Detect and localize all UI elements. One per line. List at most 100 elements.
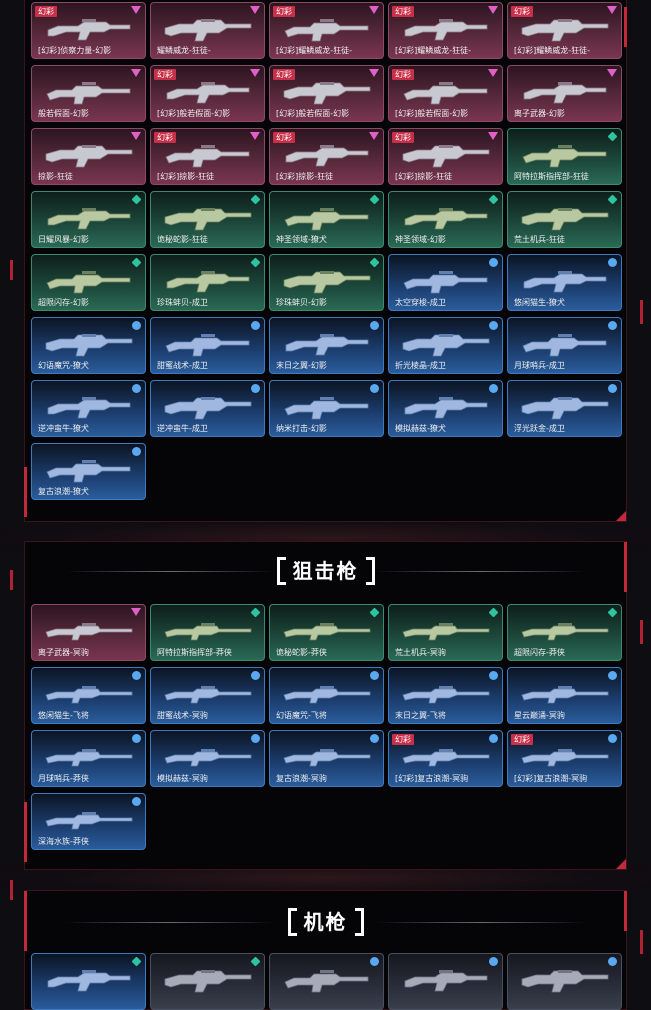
tier-diamond-icon: [250, 194, 261, 205]
rifle-skin-card[interactable]: 幻彩[幻彩]侦察力量-幻影: [31, 2, 146, 59]
rifle-skin-card[interactable]: 纳米打击-幻影: [269, 380, 384, 437]
rifle-skin-card[interactable]: 幻彩[幻彩]般若假面-幻影: [388, 65, 503, 122]
weapon-image: [284, 208, 369, 231]
side-accent-left: [10, 260, 13, 280]
rainbow-badge: 幻彩: [273, 69, 295, 80]
weapon-image: [285, 145, 369, 167]
skin-name-label: 日耀风暴-幻影: [38, 235, 89, 244]
weapon-image: [166, 82, 250, 104]
weapon-image: [402, 145, 490, 168]
rifle-skin-card[interactable]: 神圣领域-獠犬: [269, 191, 384, 248]
sniper-skin-card[interactable]: 幻彩[幻彩]复古浪潮-冥驹: [388, 730, 503, 787]
machinegun-skin-card[interactable]: [31, 953, 146, 1010]
weapon-image: [283, 749, 371, 767]
skin-name-label: 阿特拉斯指挥部-莽侠: [157, 648, 232, 657]
rifle-skin-card[interactable]: 逆冲蛮牛-成卫: [150, 380, 265, 437]
machinegun-skin-card[interactable]: [269, 953, 384, 1010]
skin-name-label: 幻语魔咒-獠犬: [38, 361, 89, 370]
rifle-skin-card[interactable]: 荒土机兵-狂徒: [507, 191, 622, 248]
rifle-skin-card[interactable]: 月球哨兵-成卫: [507, 317, 622, 374]
rifle-skin-card[interactable]: 甜蜜战术-成卫: [150, 317, 265, 374]
sniper-panel: 狙击枪 离子武器-冥驹阿特拉斯指挥部-莽侠诡秘蛇影-莽侠荒土机兵-冥驹超限闪存-…: [24, 541, 627, 870]
rifle-skin-card[interactable]: 幻彩[幻彩]耀鳞威龙-狂徒-: [388, 2, 503, 59]
skin-name-label: [幻彩]耀鳞威龙-狂徒-: [395, 46, 472, 55]
rifle-skin-card[interactable]: 幻彩[幻彩]耀鳞威龙-狂徒-: [269, 2, 384, 59]
sniper-skin-card[interactable]: 荒土机兵-冥驹: [388, 604, 503, 661]
sniper-skin-card[interactable]: 阿特拉斯指挥部-莽侠: [150, 604, 265, 661]
skin-name-label: [幻彩]耀鳞威龙-狂徒-: [276, 46, 353, 55]
skin-name-label: 末日之翼-幻影: [276, 361, 327, 370]
skin-name-label: 诡秘蛇影-狂徒: [157, 235, 208, 244]
tier-circle-icon: [608, 734, 617, 743]
weapon-image: [166, 271, 250, 293]
machinegun-skin-card[interactable]: [150, 953, 265, 1010]
tier-diamond-icon: [131, 194, 142, 205]
rifle-skin-card[interactable]: 神圣领域-幻影: [388, 191, 503, 248]
weapon-image: [521, 749, 609, 767]
skin-name-label: 神圣领域-獠犬: [276, 235, 327, 244]
rifle-skin-card[interactable]: 模拟赫兹-獠犬: [388, 380, 503, 437]
rifle-skin-card[interactable]: 末日之翼-幻影: [269, 317, 384, 374]
rifle-skin-card[interactable]: 阿特拉斯指挥部-狂徒: [507, 128, 622, 185]
rifle-skin-card[interactable]: 悠闲猫生-獠犬: [507, 254, 622, 311]
sniper-skin-card[interactable]: 深海水族-莽侠: [31, 793, 146, 850]
rifle-skin-card[interactable]: 掠影-狂徒: [31, 128, 146, 185]
skin-name-label: 纳米打击-幻影: [276, 424, 327, 433]
rifle-skin-card[interactable]: 般若假面-幻影: [31, 65, 146, 122]
rifle-skin-card[interactable]: 幻彩[幻彩]般若假面-幻影: [150, 65, 265, 122]
rifle-skin-card[interactable]: 幻彩[幻彩]般若假面-幻影: [269, 65, 384, 122]
weapon-image: [47, 208, 131, 230]
rifle-skin-card[interactable]: 幻彩[幻彩]掠影-狂徒: [269, 128, 384, 185]
sniper-skin-card[interactable]: 诡秘蛇影-莽侠: [269, 604, 384, 661]
tier-circle-icon: [489, 321, 498, 330]
tier-triangle-icon: [369, 69, 379, 77]
sniper-skin-card[interactable]: 离子武器-冥驹: [31, 604, 146, 661]
rifle-skin-card[interactable]: 折光棱晶-成卫: [388, 317, 503, 374]
skin-name-label: 珍珠蚌贝-成卫: [157, 298, 208, 307]
sniper-skin-card[interactable]: 末日之翼-飞将: [388, 667, 503, 724]
machinegun-skin-card[interactable]: [388, 953, 503, 1010]
rifle-skin-card[interactable]: 幻语魔咒-獠犬: [31, 317, 146, 374]
machinegun-skin-card[interactable]: [507, 953, 622, 1010]
rainbow-badge: 幻彩: [392, 132, 414, 143]
rifle-skin-card[interactable]: 珍珠蚌贝-幻影: [269, 254, 384, 311]
rifle-skin-card[interactable]: 珍珠蚌贝-成卫: [150, 254, 265, 311]
tier-diamond-icon: [250, 956, 261, 967]
weapon-image: [523, 271, 607, 293]
rifle-skin-card[interactable]: 浮光跃金-成卫: [507, 380, 622, 437]
rifle-skin-card[interactable]: 耀鳞威龙-狂徒-: [150, 2, 265, 59]
sniper-skin-card[interactable]: 幻语魔咒-飞将: [269, 667, 384, 724]
rifle-skin-card[interactable]: 离子武器-幻影: [507, 65, 622, 122]
rifle-skin-card[interactable]: 太空穿梭-成卫: [388, 254, 503, 311]
sniper-skin-card[interactable]: 星云巅涌-冥驹: [507, 667, 622, 724]
rifle-skin-card[interactable]: 幻彩[幻彩]掠影-狂徒: [150, 128, 265, 185]
rifle-skin-card[interactable]: 幻彩[幻彩]耀鳞威龙-狂徒-: [507, 2, 622, 59]
rifle-skin-card[interactable]: 日耀风暴-幻影: [31, 191, 146, 248]
skin-name-label: 悠闲猫生-飞将: [38, 711, 89, 720]
sniper-skin-card[interactable]: 幻彩[幻彩]复古浪潮-冥驹: [507, 730, 622, 787]
side-accent-left: [10, 880, 13, 900]
rifle-skin-card[interactable]: 超限闪存-幻影: [31, 254, 146, 311]
sniper-skin-card[interactable]: 月球哨兵-莽侠: [31, 730, 146, 787]
skin-name-label: 离子武器-幻影: [514, 109, 565, 118]
skin-name-label: 珍珠蚌贝-幻影: [276, 298, 327, 307]
skin-name-label: 末日之翼-飞将: [395, 711, 446, 720]
rifle-skin-card[interactable]: 逆冲蛮牛-獠犬: [31, 380, 146, 437]
sniper-skin-card[interactable]: 模拟赫兹-冥驹: [150, 730, 265, 787]
tier-triangle-icon: [607, 6, 617, 14]
rifle-panel: 幻彩[幻彩]侦察力量-幻影耀鳞威龙-狂徒-幻彩[幻彩]耀鳞威龙-狂徒-幻彩[幻彩…: [24, 0, 627, 522]
weapon-image: [165, 145, 250, 168]
rifle-skin-card[interactable]: 诡秘蛇影-狂徒: [150, 191, 265, 248]
side-accent-right: [640, 930, 643, 954]
tier-triangle-icon: [607, 69, 617, 77]
sniper-skin-card[interactable]: 悠闲猫生-飞将: [31, 667, 146, 724]
rifle-skin-card[interactable]: 复古浪潮-獠犬: [31, 443, 146, 500]
skin-name-label: 逆冲蛮牛-成卫: [157, 424, 208, 433]
sniper-skin-card[interactable]: 复古浪潮-冥驹: [269, 730, 384, 787]
rifle-skin-card[interactable]: 幻彩[幻彩]掠影-狂徒: [388, 128, 503, 185]
sniper-skin-card[interactable]: 甜蜜战术-冥驹: [150, 667, 265, 724]
rainbow-badge: 幻彩: [273, 132, 295, 143]
tier-diamond-icon: [369, 607, 380, 618]
tier-circle-icon: [370, 671, 379, 680]
sniper-skin-card[interactable]: 超限闪存-莽侠: [507, 604, 622, 661]
